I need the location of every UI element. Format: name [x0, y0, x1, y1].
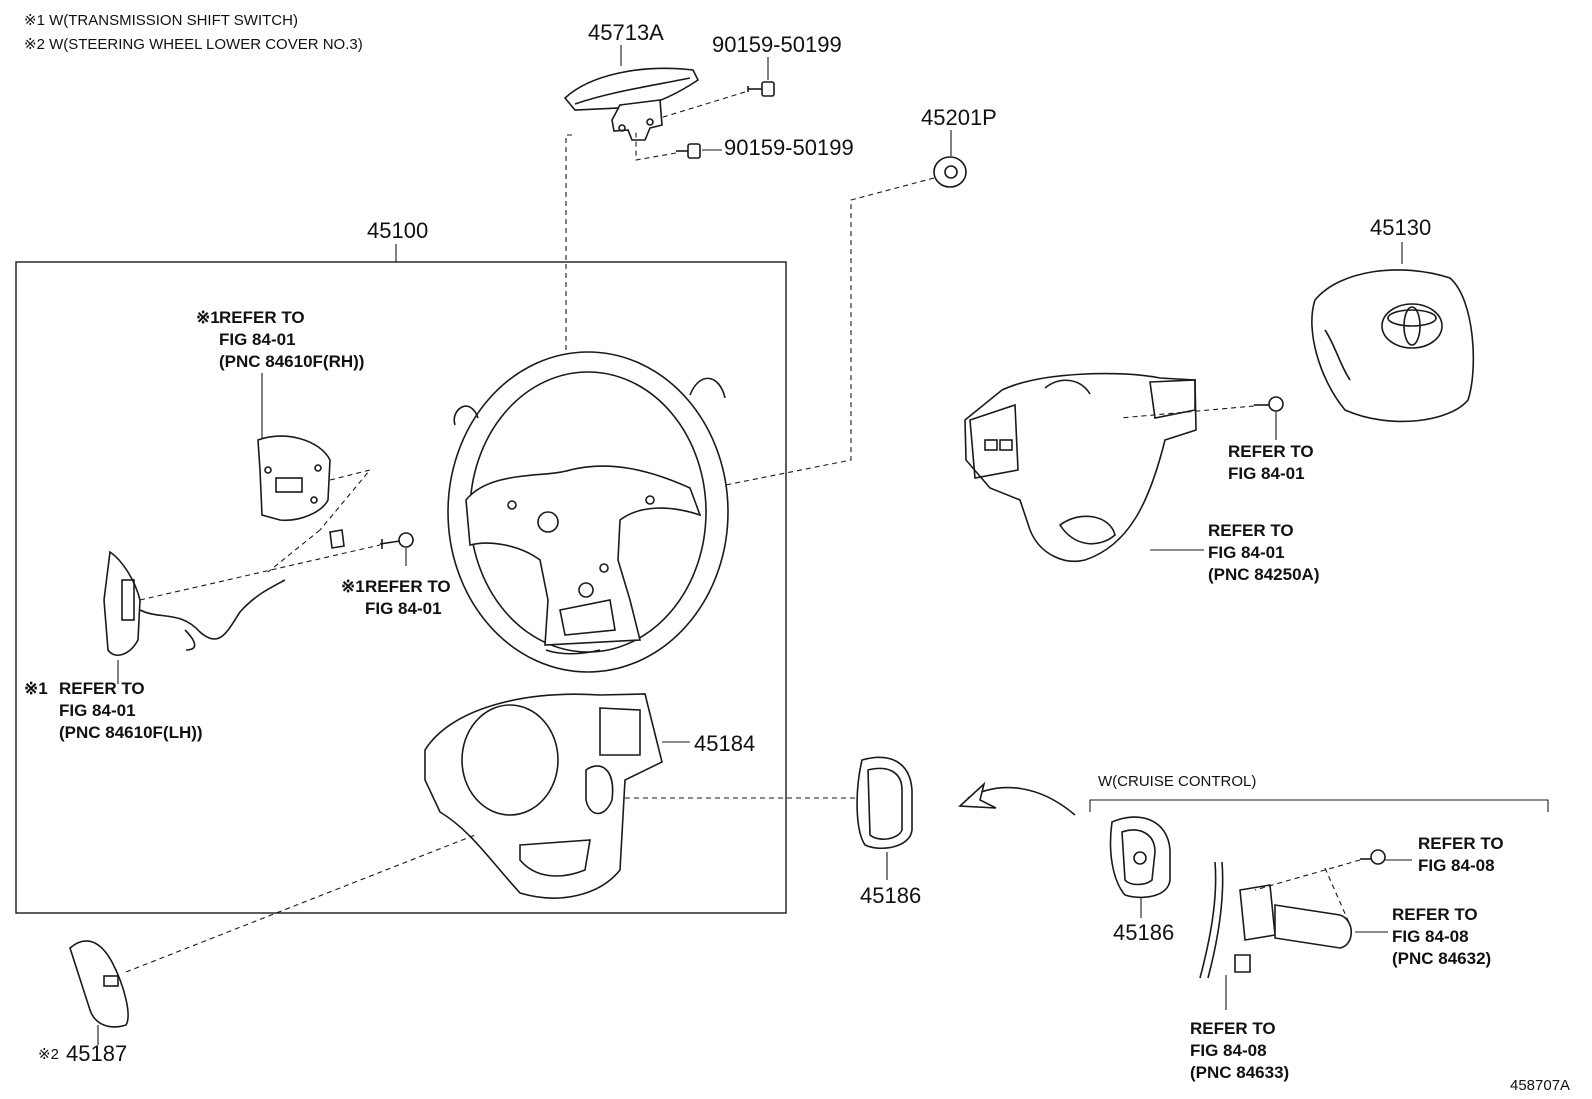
lower-cover-45184[interactable] [424, 693, 663, 899]
airbag-45130[interactable] [1311, 269, 1475, 423]
steering-pad-switch[interactable] [964, 372, 1197, 562]
rh-shift-switch[interactable] [257, 435, 331, 522]
screw-84-01[interactable] [379, 532, 414, 549]
cruise-switch-assembly[interactable] [1199, 861, 1353, 979]
part-number-45713A[interactable]: 45713A [588, 20, 664, 45]
screw-84-08[interactable] [1360, 849, 1386, 865]
ref-rh-mark: ※1 [196, 308, 220, 327]
part-number-45186-middle[interactable]: 45186 [860, 883, 921, 908]
ref-pad-line3[interactable]: (PNC 84250A) [1208, 565, 1320, 584]
ref-pad-line1[interactable]: REFER TO [1208, 521, 1294, 540]
ref-pad-line2[interactable]: FIG 84-01 [1208, 543, 1285, 562]
ref-bolt-right-line1[interactable]: REFER TO [1228, 442, 1314, 461]
switch-plate-45186-cruise[interactable] [1109, 816, 1171, 899]
steering-wheel[interactable] [447, 351, 729, 673]
part-number-45187[interactable]: 45187 [66, 1041, 127, 1066]
part-number-45184[interactable]: 45184 [694, 731, 755, 756]
ref-cruise-wire-line3[interactable]: (PNC 84633) [1190, 1063, 1289, 1082]
bolt-84-01-right[interactable] [1254, 396, 1284, 412]
ref-screw-mark: ※1 [341, 577, 365, 596]
part-number-90159-50199-bottom[interactable]: 90159-50199 [724, 135, 854, 160]
ref-rh-line1[interactable]: REFER TO [219, 308, 305, 327]
part-number-45130[interactable]: 45130 [1370, 215, 1431, 240]
ref-cruise-switch-line1[interactable]: REFER TO [1392, 905, 1478, 924]
switch-plate-45186[interactable] [856, 756, 913, 850]
part-45187-mark: ※2 [38, 1046, 59, 1063]
ref-lh-line1[interactable]: REFER TO [59, 679, 145, 698]
part-number-45186-cruise[interactable]: 45186 [1113, 920, 1174, 945]
ref-cruise-switch-line3[interactable]: (PNC 84632) [1392, 949, 1491, 968]
part-number-45201P[interactable]: 45201P [921, 105, 997, 130]
ref-cruise-wire-line2[interactable]: FIG 84-08 [1190, 1041, 1267, 1060]
bolt-90159-bottom[interactable] [676, 143, 701, 159]
ref-rh-line3[interactable]: (PNC 84610F(RH)) [219, 352, 364, 371]
ref-bolt-right-line2[interactable]: FIG 84-01 [1228, 464, 1305, 483]
note-transmission-shift-switch: ※1 W(TRANSMISSION SHIFT SWITCH) [24, 12, 298, 29]
ref-lh-line3[interactable]: (PNC 84610F(LH)) [59, 723, 203, 742]
lower-cover-45187[interactable] [69, 940, 129, 1028]
ref-cruise-screw-line2[interactable]: FIG 84-08 [1418, 856, 1495, 875]
ref-screw-line1[interactable]: REFER TO [365, 577, 451, 596]
cruise-group-title: W(CRUISE CONTROL) [1098, 773, 1256, 790]
bolt-90159-top[interactable] [747, 81, 775, 97]
note-lower-cover-no3: ※2 W(STEERING WHEEL LOWER COVER NO.3) [24, 36, 363, 53]
ref-lh-mark: ※1 [24, 679, 48, 698]
ref-cruise-screw-line1[interactable]: REFER TO [1418, 834, 1504, 853]
cruise-group-bracket [1089, 799, 1549, 812]
column-cover-part[interactable] [563, 67, 700, 141]
steering-wheel-assembly-box [15, 261, 787, 914]
ref-lh-line2[interactable]: FIG 84-01 [59, 701, 136, 720]
ref-cruise-switch-line2[interactable]: FIG 84-08 [1392, 927, 1469, 946]
ref-screw-line2[interactable]: FIG 84-01 [365, 599, 442, 618]
nut-45201P[interactable] [933, 156, 967, 188]
part-number-45100[interactable]: 45100 [367, 218, 428, 243]
ref-rh-line2[interactable]: FIG 84-01 [219, 330, 296, 349]
diagram-id: 458707A [1510, 1077, 1570, 1094]
part-number-90159-50199-top[interactable]: 90159-50199 [712, 32, 842, 57]
ref-cruise-wire-line1[interactable]: REFER TO [1190, 1019, 1276, 1038]
arrow-icon [958, 781, 1076, 816]
lh-shift-switch[interactable] [103, 529, 345, 656]
